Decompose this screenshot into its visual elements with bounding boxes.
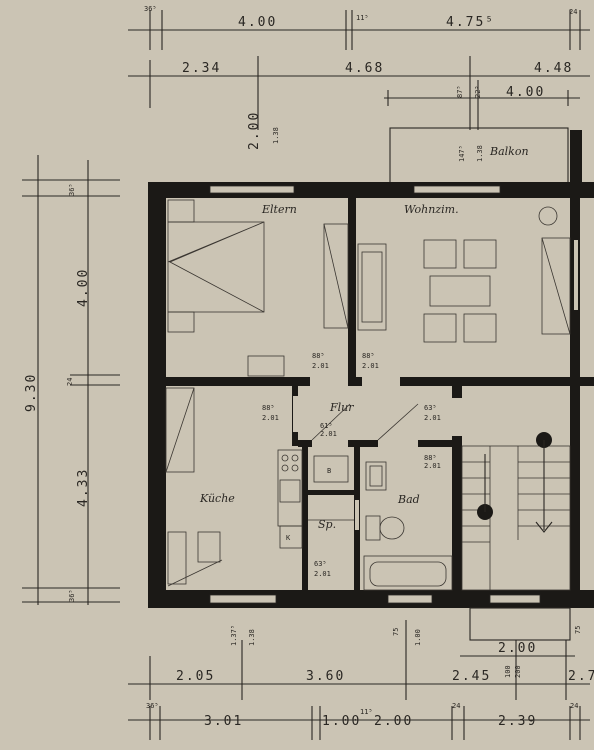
dim-4-48: 4.48: [534, 61, 573, 76]
svg-text:63⁵: 63⁵: [314, 560, 327, 568]
dim-window-1-38: 1.38: [272, 127, 280, 144]
dim-left-4-33: 4.33: [76, 468, 91, 507]
label-k: K: [286, 534, 291, 542]
svg-text:88⁵: 88⁵: [362, 352, 375, 360]
dim-4-68: 4.68: [345, 61, 384, 76]
dim-left-36-5-bottom: 36⁵: [68, 589, 76, 602]
dim-top-11-5: 11⁵: [356, 14, 369, 22]
dim-bottom-24-b: 24: [570, 702, 578, 710]
door-labels: 88⁵ 2.01 88⁵ 2.01 88⁵ 2.01 63⁵ 2.01 61⁵ …: [262, 352, 441, 578]
dim-top-4-75: 4.75⁵: [446, 15, 495, 30]
door-openings: [293, 376, 462, 530]
room-label-speisekammer: Sp.: [318, 518, 336, 531]
room-label-eltern: Eltern: [261, 203, 297, 216]
svg-text:2.01: 2.01: [362, 362, 379, 370]
dim-window-2-00: 2.00: [247, 111, 262, 150]
svg-text:88⁵: 88⁵: [424, 454, 437, 462]
bathtub: [363, 555, 453, 591]
dim-bottom-2-7: 2.7: [568, 669, 594, 684]
room-kueche: Küche K: [165, 387, 303, 587]
dim-22-5: 22⁵: [474, 85, 482, 98]
balcony-dimensions: 87⁵ 22⁵ 4.00 147⁵ 1.38: [384, 80, 580, 162]
left-dimensions: 9.30 36⁵ 4.00 24 4.33 36⁵: [22, 155, 120, 605]
dim-top-36-5: 36⁵: [144, 5, 157, 13]
dim-bottom-36-5: 36⁵: [146, 702, 159, 710]
svg-text:63⁵: 63⁵: [424, 404, 437, 412]
dim-b-2-00: 2.00: [498, 641, 537, 656]
dim-87-5: 87⁵: [456, 85, 464, 98]
top-window-dimension: 2.00 1.38: [247, 111, 280, 150]
toilet: [379, 516, 405, 540]
svg-text:61⁵: 61⁵: [320, 422, 333, 430]
dim-left-36-5-top: 36⁵: [68, 183, 76, 196]
room-eltern: Eltern: [167, 199, 349, 377]
dim-2-34: 2.34: [182, 61, 221, 76]
dim-left-24: 24: [66, 378, 74, 386]
dim-top-24: 24: [569, 8, 577, 16]
svg-text:2.01: 2.01: [312, 362, 329, 370]
room-label-flur: Flur: [329, 401, 354, 414]
table: [429, 275, 491, 307]
dim-bottom-11-5: 11⁵: [360, 708, 373, 716]
room-label-wohnzimmer: Wohnzim.: [404, 203, 459, 216]
windows: [209, 185, 578, 604]
room-wohnzimmer: Wohnzim.: [357, 203, 571, 343]
dim-left-4-00: 4.00: [76, 268, 91, 307]
room-flur: Flur: [311, 401, 419, 441]
double-bed: [167, 221, 265, 313]
dim-b-200: 200: [514, 665, 522, 678]
dim-bottom-3-01: 3.01: [204, 714, 243, 729]
dim-balcony-4-00: 4.00: [506, 85, 545, 100]
dim-left-9-30: 9.30: [24, 373, 39, 412]
dim-top-4-00: 4.00: [238, 15, 277, 30]
bottom-dimensions: 2.05 3.60 2.45 2.7 36⁵ 3.01 1.00 11⁵ 2.0…: [128, 620, 594, 740]
dim-b-1-00: 1.00: [414, 629, 422, 646]
dim-bottom-2-00: 2.00: [374, 714, 413, 729]
svg-text:2.01: 2.01: [424, 414, 441, 422]
dim-b-1-38: 1.38: [248, 629, 256, 646]
room-label-kueche: Küche: [199, 492, 235, 505]
room-label-bad: Bad: [397, 493, 420, 506]
svg-text:2.01: 2.01: [424, 462, 441, 470]
dim-b-100: 100: [504, 665, 512, 678]
dim-bottom-3-60: 3.60: [306, 669, 345, 684]
label-b: B: [327, 467, 331, 475]
dim-balcony-1-38: 1.38: [476, 145, 484, 162]
room-label-balkon: Balkon: [489, 145, 529, 158]
washbasin: [365, 461, 387, 491]
staircase: [461, 432, 571, 591]
dim-b-75: 75: [392, 628, 400, 636]
svg-text:2.01: 2.01: [314, 570, 331, 578]
dim-bottom-2-05: 2.05: [176, 669, 215, 684]
dim-b-75-right: 75: [574, 626, 582, 634]
top-dimension-row-1: 36⁵ 4.00 11⁵ 4.75⁵ 24: [128, 5, 590, 50]
dim-bottom-2-45: 2.45: [452, 669, 491, 684]
svg-text:2.01: 2.01: [262, 414, 279, 422]
bottom-bay: [469, 607, 571, 641]
dim-bottom-24-a: 24: [452, 702, 460, 710]
room-storage: B Sp.: [308, 455, 354, 531]
svg-text:88⁵: 88⁵: [262, 404, 275, 412]
top-dimension-row-2: 2.34 4.68 4.48: [128, 56, 590, 130]
stove: [277, 449, 303, 527]
svg-text:2.01: 2.01: [320, 430, 337, 438]
dim-147-5: 147⁵: [458, 145, 466, 162]
dim-bottom-1-00: 1.00: [322, 714, 361, 729]
dim-bottom-2-39: 2.39: [498, 714, 537, 729]
svg-text:88⁵: 88⁵: [312, 352, 325, 360]
room-bad: Bad: [363, 461, 453, 591]
sofa: [357, 243, 387, 331]
wardrobe: [323, 223, 349, 329]
dim-b-1-37-5: 1.37⁵: [230, 625, 238, 646]
